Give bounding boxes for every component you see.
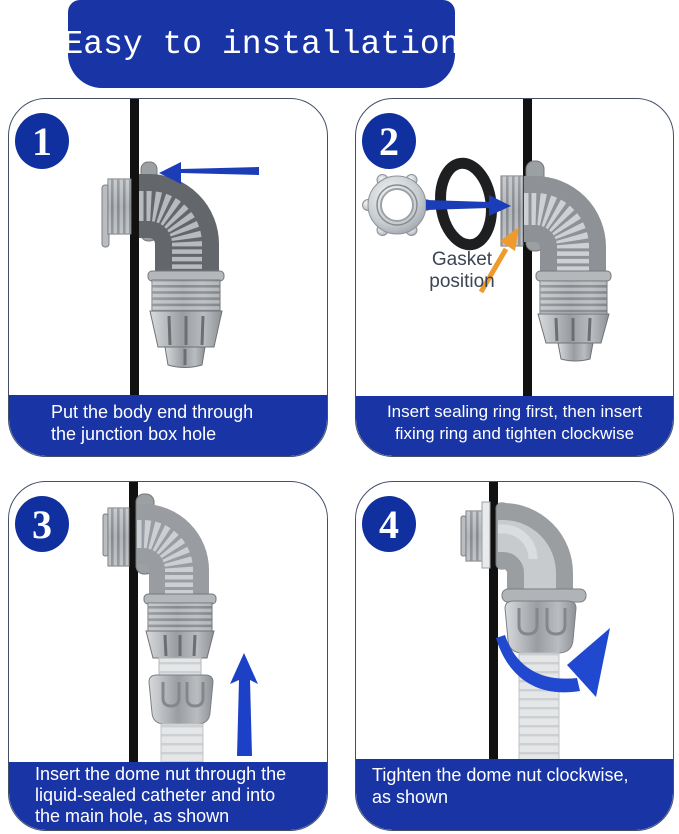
page-title: Easy to installation xyxy=(63,25,460,63)
step-number: 3 xyxy=(32,501,52,547)
step-3-badge: 3 xyxy=(15,496,69,552)
caption-line: the junction box hole xyxy=(51,424,217,444)
step-4-badge: 4 xyxy=(362,496,416,552)
insert-direction-arrow-icon xyxy=(159,162,259,184)
claw-nut xyxy=(145,630,215,659)
step-number: 1 xyxy=(32,118,52,164)
step-3-illustration xyxy=(102,482,258,764)
step-2-panel: Gasket position 2 Insert sealing ring fi… xyxy=(355,98,674,457)
insert-direction-arrow-icon xyxy=(426,195,511,216)
dome-nut xyxy=(504,600,577,654)
step-1-illustration xyxy=(101,99,259,401)
step-3-caption: Insert the dome nut through the liquid-s… xyxy=(9,762,327,830)
caption-line: Tighten the dome nut clockwise, xyxy=(372,765,629,785)
caption-line: Put the body end through xyxy=(51,402,254,422)
step-2-caption: Insert sealing ring first, then insert f… xyxy=(356,396,673,456)
junction-box-wall xyxy=(129,482,138,764)
up-arrow-icon xyxy=(230,653,258,756)
step-1-badge: 1 xyxy=(15,113,69,169)
threaded-collar xyxy=(147,270,225,312)
step-2-illustration xyxy=(362,99,612,401)
threaded-collar xyxy=(143,593,217,632)
step-4-illustration xyxy=(460,482,610,764)
elbow-connector xyxy=(139,174,219,273)
flexible-conduit xyxy=(158,657,202,677)
step-2-badge: 2 xyxy=(362,113,416,169)
step-1-panel: 1 Put the body end through the junction … xyxy=(8,98,328,457)
threaded-body-end xyxy=(102,507,130,567)
annotation-line: position xyxy=(429,271,495,292)
threaded-body-end xyxy=(101,178,132,248)
step-1-caption: Put the body end through the junction bo… xyxy=(9,395,327,456)
caption-line: fixing ring and tighten clockwise xyxy=(394,424,635,443)
gasket-pointer-arrow-icon xyxy=(478,227,519,294)
fixing-ring xyxy=(362,174,432,236)
step-4-caption: Tighten the dome nut clockwise, as shown xyxy=(356,759,673,830)
caption-line: as shown xyxy=(372,787,449,807)
elbow-connector xyxy=(524,176,606,273)
elbow-connector xyxy=(498,503,573,594)
dome-nut xyxy=(148,674,214,725)
flexible-conduit xyxy=(160,723,204,764)
claw-nut xyxy=(149,310,223,368)
threaded-collar xyxy=(535,270,612,315)
collar-flange xyxy=(501,588,587,603)
title-banner: Easy to installation xyxy=(63,0,460,88)
caption-line: liquid-sealed catheter and into xyxy=(35,785,276,805)
caption-line: Insert sealing ring first, then insert xyxy=(386,402,643,421)
caption-line: Insert the dome nut through the xyxy=(35,764,287,784)
elbow-connector xyxy=(137,504,209,600)
junction-box-wall xyxy=(130,99,139,401)
step-3-panel: 3 Insert the dome nut through the liquid… xyxy=(8,481,328,831)
gasket-position-label: Gasket position xyxy=(406,249,518,293)
step-number: 4 xyxy=(379,501,399,547)
caption-line: the main hole, as shown xyxy=(35,806,230,826)
junction-box-wall xyxy=(489,482,498,764)
junction-box-wall xyxy=(523,99,532,401)
annotation-line: Gasket xyxy=(431,249,493,270)
step-4-panel: 4 Tighten the dome nut clockwise, as sho… xyxy=(355,481,674,831)
clockwise-arrow-icon xyxy=(496,628,610,697)
claw-nut xyxy=(537,313,610,362)
step-number: 2 xyxy=(379,118,399,164)
threaded-body-end xyxy=(460,501,491,569)
